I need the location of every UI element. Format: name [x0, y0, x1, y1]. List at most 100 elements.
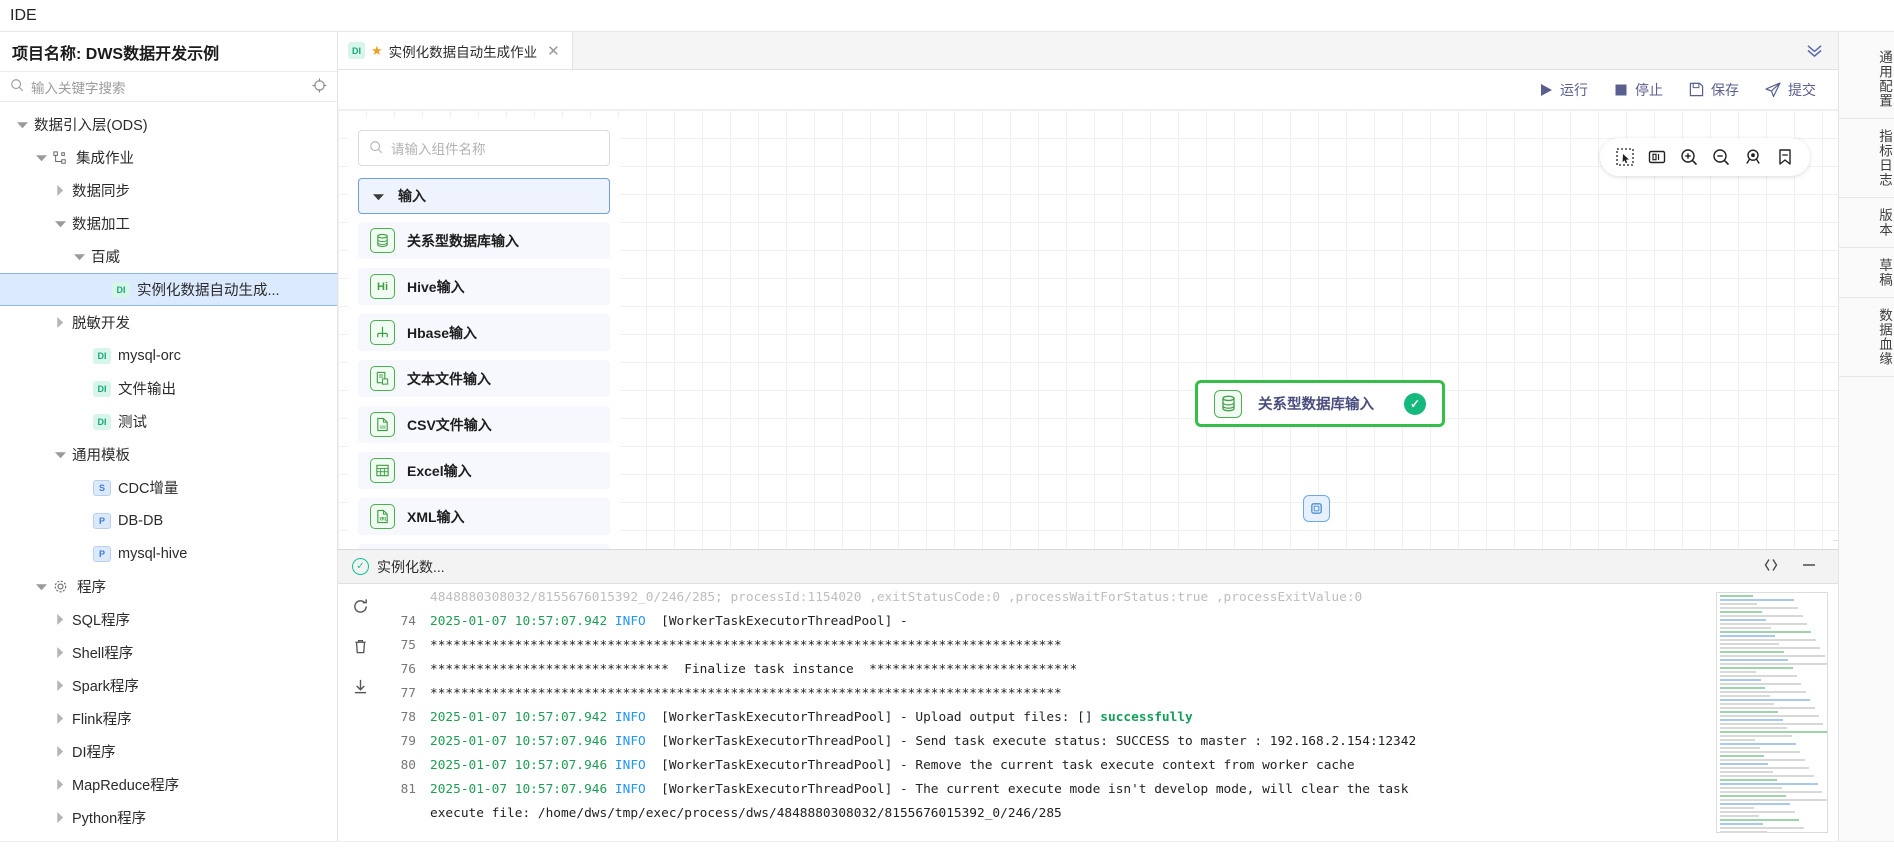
palette-item-0[interactable]: 关系型数据库输入	[358, 222, 610, 259]
palette-item-label: CSV文件输入	[407, 415, 492, 435]
log-minimap[interactable]	[1716, 592, 1828, 833]
tree-item-4[interactable]: 百威	[0, 240, 337, 273]
editor-tab-active[interactable]: DI ★ 实例化数据自动生成作业 ✕	[338, 32, 573, 69]
tree-item-3[interactable]: 数据加工	[0, 207, 337, 240]
log-line-9: execute file: /home/dws/tmp/exec/process…	[382, 802, 1712, 826]
tree-item-14[interactable]: 程序	[0, 570, 337, 603]
rail-tab-metric-log[interactable]: 指标日志	[1839, 119, 1894, 198]
run-button[interactable]: 运行	[1539, 80, 1588, 100]
tree-item-20[interactable]: MapReduce程序	[0, 768, 337, 801]
palette-search-input[interactable]: 请输入组件名称	[358, 130, 610, 166]
palette-item-4[interactable]: CSV文件输入	[358, 406, 610, 443]
tree-item-5[interactable]: DI实例化数据自动生成...	[0, 273, 337, 306]
log-line-text: ******************************* Finalize…	[430, 658, 1077, 682]
save-button[interactable]: 保存	[1689, 80, 1739, 100]
palette-item-1[interactable]: HiHive输入	[358, 268, 610, 305]
locate-icon[interactable]	[1740, 144, 1766, 170]
minimap-line	[1720, 803, 1790, 805]
edge-transform-icon[interactable]	[1303, 495, 1330, 522]
flow-node-input[interactable]: 关系型数据库输入 ✓	[1195, 380, 1445, 427]
palette-item-3[interactable]: 文本文件输入	[358, 360, 610, 397]
xml-icon: XML	[370, 504, 395, 529]
palette-item-2[interactable]: Hbase输入	[358, 314, 610, 351]
download-icon[interactable]	[352, 678, 369, 700]
minimap-line	[1720, 799, 1827, 801]
chevron-down-icon[interactable]	[71, 249, 87, 265]
rail-tab-general-config[interactable]: 通用配置	[1839, 40, 1894, 119]
tree-item-label: 集成作业	[76, 147, 134, 168]
chevron-right-icon[interactable]	[52, 183, 68, 199]
chevron-right-icon[interactable]	[52, 315, 68, 331]
fit-screen-icon[interactable]	[1644, 144, 1670, 170]
hbase-icon	[370, 320, 395, 345]
tree-item-17[interactable]: Spark程序	[0, 669, 337, 702]
tree-item-8[interactable]: DI文件输出	[0, 372, 337, 405]
refresh-icon[interactable]	[352, 598, 369, 620]
chevron-right-icon[interactable]	[52, 645, 68, 661]
tree-item-label: DB-DB	[118, 513, 163, 529]
tree-item-21[interactable]: Python程序	[0, 801, 337, 834]
tree-item-label: 程序	[77, 576, 106, 597]
submit-button[interactable]: 提交	[1765, 80, 1816, 100]
expand-icon[interactable]	[1756, 557, 1786, 577]
tree-item-6[interactable]: 脱敏开发	[0, 306, 337, 339]
stop-button[interactable]: 停止	[1614, 80, 1663, 100]
chevron-right-icon[interactable]	[52, 744, 68, 760]
tree-item-10[interactable]: 通用模板	[0, 438, 337, 471]
minimize-icon[interactable]	[1794, 557, 1824, 577]
chevron-down-icon[interactable]	[52, 216, 68, 232]
tree-item-16[interactable]: Shell程序	[0, 636, 337, 669]
tree-item-0[interactable]: 数据引入层(ODS)	[0, 108, 337, 141]
log-line-text: 2025-01-07 10:57:07.946 INFO [WorkerTask…	[430, 754, 1355, 778]
tree-item-label: Shell程序	[72, 642, 133, 663]
search-icon	[369, 140, 383, 157]
tree-item-label: SQL程序	[72, 609, 130, 630]
chevron-right-icon[interactable]	[52, 810, 68, 826]
chevron-right-icon[interactable]	[52, 678, 68, 694]
chevron-down-icon[interactable]	[52, 447, 68, 463]
log-line-number: 75	[382, 634, 416, 658]
tree-item-7[interactable]: DImysql-orc	[0, 339, 337, 372]
tree-item-2[interactable]: 数据同步	[0, 174, 337, 207]
bookmark-icon[interactable]	[1772, 144, 1798, 170]
log-output[interactable]: 4848880308032/8155676015392_0/246/285; p…	[382, 584, 1712, 841]
chevron-right-icon[interactable]	[52, 777, 68, 793]
project-sidebar: 项目名称: DWS数据开发示例 输入关键字搜索 数据引入层(ODS)集成作业数据…	[0, 32, 338, 841]
tree-item-18[interactable]: Flink程序	[0, 702, 337, 735]
palette-item-5[interactable]: Excel输入	[358, 452, 610, 489]
minimap-line	[1720, 751, 1800, 753]
console-body: 4848880308032/8155676015392_0/246/285; p…	[338, 584, 1838, 841]
trash-icon[interactable]	[352, 638, 369, 660]
minimap-line	[1720, 699, 1810, 701]
chevron-right-icon[interactable]	[52, 711, 68, 727]
zoom-in-icon[interactable]	[1676, 144, 1702, 170]
zoom-out-icon[interactable]	[1708, 144, 1734, 170]
console-header: ✓ 实例化数...	[338, 550, 1838, 584]
tree-item-label: CDC增量	[118, 477, 178, 498]
minimap-line	[1720, 739, 1755, 741]
tree-item-15[interactable]: SQL程序	[0, 603, 337, 636]
tree-item-13[interactable]: Pmysql-hive	[0, 537, 337, 570]
collapse-tabs-icon[interactable]	[1791, 32, 1838, 69]
chevron-down-icon[interactable]	[14, 117, 30, 133]
close-icon[interactable]: ✕	[547, 42, 560, 60]
chevron-right-icon[interactable]	[52, 612, 68, 628]
rail-tab-version[interactable]: 版本	[1839, 198, 1894, 248]
rail-tab-draft[interactable]: 草稿	[1839, 248, 1894, 298]
rail-tab-data-lineage[interactable]: 数据血缘	[1839, 298, 1894, 377]
palette-item-6[interactable]: XMLXML输入	[358, 498, 610, 535]
select-icon[interactable]	[1612, 144, 1638, 170]
tree-item-9[interactable]: DI测试	[0, 405, 337, 438]
sidebar-search[interactable]: 输入关键字搜索	[0, 72, 337, 102]
tree-item-1[interactable]: 集成作业	[0, 141, 337, 174]
tree-item-11[interactable]: SCDC增量	[0, 471, 337, 504]
log-line-number: 74	[382, 610, 416, 634]
target-icon[interactable]	[312, 78, 327, 96]
palette-group-input[interactable]: 输入	[358, 178, 610, 214]
chevron-down-icon[interactable]	[33, 150, 49, 166]
chevron-down-icon[interactable]	[33, 579, 49, 595]
tree-item-19[interactable]: DI程序	[0, 735, 337, 768]
project-tree[interactable]: 数据引入层(ODS) 集成作业数据同步数据加工百威DI实例化数据自动生成...脱敏…	[0, 102, 337, 841]
tree-item-12[interactable]: PDB-DB	[0, 504, 337, 537]
